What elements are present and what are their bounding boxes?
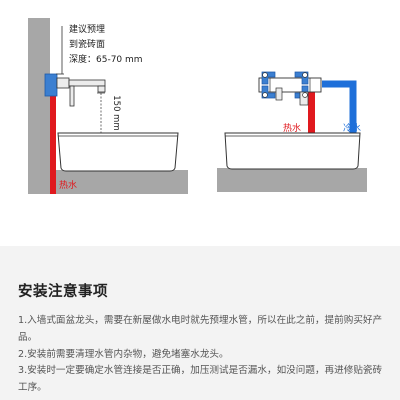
faucet-spout <box>68 79 106 87</box>
note-line-3: 深度：65-70 mm <box>69 53 143 65</box>
installation-notes-section: 安装注意事项 1.入墙式面盆龙头，需要在新屋做水电时就先预埋水管，所以在此之前，… <box>0 246 400 400</box>
installation-diagrams: 150 mm 建议预埋 到瓷砖面 深度：65-70 mm 热水 <box>28 18 367 194</box>
right-countertop <box>217 168 367 192</box>
wash-basin <box>57 132 179 172</box>
cold-water-label: 冷水 <box>343 122 361 134</box>
note-item-2: 2.安装前需要清理水管内杂物，避免堵塞水龙头。 <box>18 348 229 360</box>
installation-diagram-card: 150 mm 建议预埋 到瓷砖面 深度：65-70 mm 热水 <box>28 18 367 194</box>
notes-list: 1.入墙式面盆龙头，需要在新屋做水电时就先预埋水管，所以在此之前，提前购买好产品… <box>18 313 388 397</box>
faucet-outlet <box>97 85 106 93</box>
note-line-2: 到瓷砖面 <box>69 38 105 50</box>
hot-water-pipe <box>50 88 56 194</box>
right-diagram: 热水 冷水 <box>217 71 367 192</box>
left-hot-water-label: 热水 <box>59 179 77 191</box>
faucet-base <box>56 77 70 89</box>
right-wash-basin <box>224 132 361 170</box>
note-line-1: 建议预埋 <box>69 23 105 35</box>
right-hot-water-pipe <box>308 84 315 168</box>
notes-title: 安装注意事项 <box>18 284 108 300</box>
faucet-handle <box>69 85 75 107</box>
wall <box>28 18 50 194</box>
embedded-valve-box <box>44 73 58 97</box>
note-item-3: 3.安装时一定要确定水管连接是否正确，加压测试是否漏水，如没问题，再进修贴瓷砖工… <box>18 365 383 394</box>
left-diagram: 150 mm 建议预埋 到瓷砖面 深度：65-70 mm 热水 <box>28 18 188 194</box>
right-hot-water-label: 热水 <box>283 122 301 134</box>
height-label: 150 mm <box>111 95 121 131</box>
note-item-1: 1.入墙式面盆龙头，需要在新屋做水电时就先预埋水管，所以在此之前，提前购买好产品… <box>18 315 383 343</box>
